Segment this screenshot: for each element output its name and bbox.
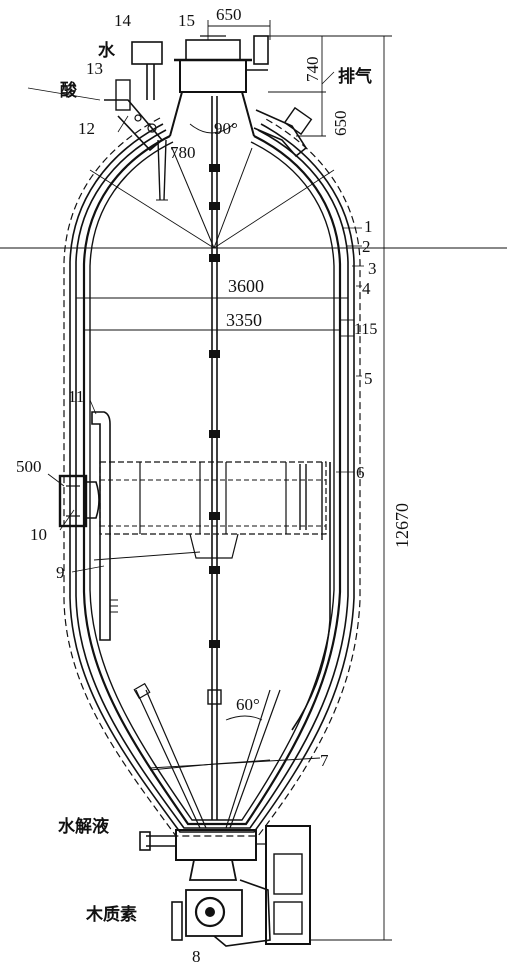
callout-10: 10 bbox=[30, 525, 47, 544]
dim-3600: 3600 bbox=[228, 276, 264, 296]
dim-115: 115 bbox=[354, 321, 377, 338]
label-acid: 酸 bbox=[60, 80, 78, 101]
label-lignin: 木质素 bbox=[85, 904, 137, 925]
callout-14: 14 bbox=[114, 11, 132, 30]
dim-780: 780 bbox=[170, 143, 196, 162]
water-pipe-head bbox=[131, 41, 163, 65]
callout-11: 11 bbox=[68, 387, 84, 406]
callout-4: 4 bbox=[362, 279, 371, 298]
dimension-marks bbox=[47, 20, 392, 941]
dim-angle-top: 90° bbox=[214, 119, 238, 138]
exhaust-valve bbox=[253, 35, 269, 65]
top-head bbox=[89, 35, 335, 249]
callout-leaders bbox=[27, 71, 364, 573]
label-exhaust: 排气 bbox=[338, 66, 372, 87]
callout-9: 9 bbox=[56, 563, 65, 582]
support-grid bbox=[93, 461, 327, 561]
right-heating-tubes bbox=[291, 462, 331, 731]
callout-2: 2 bbox=[362, 237, 371, 256]
side-manhole bbox=[58, 474, 100, 528]
dim-angle-bottom: 60° bbox=[236, 695, 260, 714]
left-inner-pipe bbox=[91, 411, 118, 641]
bottom-cone-internals bbox=[133, 682, 321, 829]
top-cover bbox=[185, 39, 241, 61]
callout-8: 8 bbox=[192, 947, 201, 966]
diameter-lines bbox=[0, 247, 507, 331]
lignin-discharge-valve bbox=[194, 896, 226, 928]
dim-500: 500 bbox=[16, 457, 42, 476]
dim-740: 740 bbox=[303, 57, 322, 83]
shaft-couplings bbox=[207, 164, 222, 705]
callout-15: 15 bbox=[178, 11, 195, 30]
callout-3: 3 bbox=[368, 259, 377, 278]
callout-5: 5 bbox=[364, 369, 373, 388]
callout-1: 1 bbox=[364, 217, 373, 236]
diagram-text: 水 酸 排气 水解液 木质素 650 740 650 780 90° 3600 … bbox=[16, 5, 412, 966]
bottom-outlet bbox=[139, 825, 311, 947]
central-shaft bbox=[207, 96, 222, 820]
label-hydrolysate: 水解液 bbox=[58, 816, 109, 837]
dim-650-side: 650 bbox=[331, 111, 350, 137]
right-top-nozzle bbox=[253, 106, 313, 158]
callout-13: 13 bbox=[86, 59, 103, 78]
callout-12: 12 bbox=[78, 119, 95, 138]
dim-650-top: 650 bbox=[216, 5, 242, 24]
callout-6: 6 bbox=[356, 463, 365, 482]
drive-housing bbox=[265, 825, 311, 945]
acid-pipe bbox=[115, 79, 131, 111]
acid-water-inlet bbox=[104, 41, 168, 201]
dim-12670: 12670 bbox=[392, 503, 412, 548]
dim-3350: 3350 bbox=[226, 310, 262, 330]
top-manhole bbox=[179, 59, 247, 93]
callout-7: 7 bbox=[320, 751, 329, 770]
label-water: 水 bbox=[98, 40, 116, 61]
